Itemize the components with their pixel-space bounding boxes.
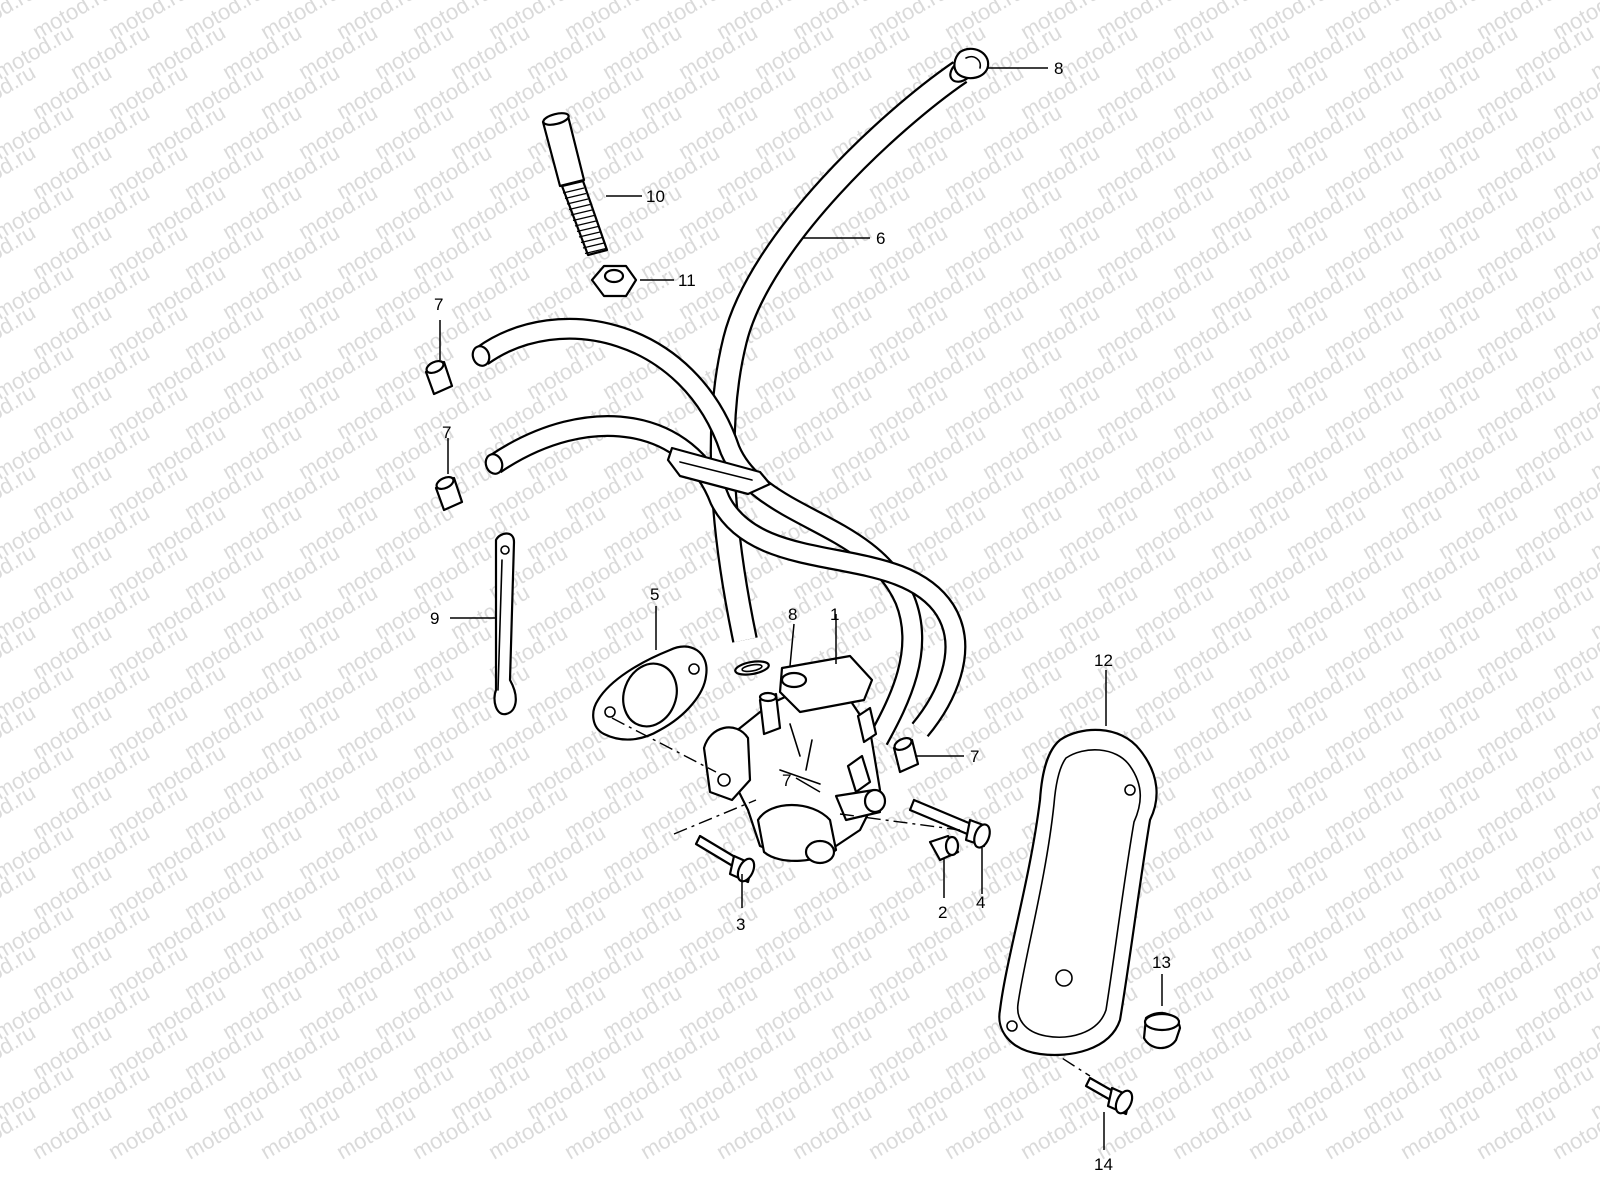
callout-4: 4 <box>976 893 985 912</box>
callout-5: 5 <box>650 585 659 604</box>
bolt-thread-line <box>584 247 607 255</box>
bolt-thread-line <box>568 203 591 211</box>
callout-13: 13 <box>1152 953 1171 972</box>
strap-9 <box>493 532 517 716</box>
watermark-layer: motod.rumotod.rumotod.rumotod.rumotod.ru… <box>0 0 1600 1164</box>
callout-1: 1 <box>830 605 839 624</box>
bolt-thread-line <box>570 209 593 216</box>
callout-labels: 8 10 11 6 7 7 9 5 8 1 7 7 3 2 4 12 13 14 <box>430 59 1171 1174</box>
bolt-thread-line <box>574 220 597 227</box>
bolt-thread-line <box>580 236 603 244</box>
bolt-thread-line <box>582 242 605 249</box>
callout-3: 3 <box>736 915 745 934</box>
callout-7-middle: 7 <box>442 423 451 442</box>
nut-11 <box>590 264 638 298</box>
callout-8-pump: 8 <box>788 605 797 624</box>
bolt-thread-line <box>572 214 595 222</box>
cap-13 <box>1142 1011 1182 1050</box>
bolt-thread-line <box>578 231 601 238</box>
leader-lines <box>439 67 1163 1150</box>
callout-12: 12 <box>1094 651 1113 670</box>
clip-8-pump <box>734 660 770 676</box>
bolt-thread-line <box>562 187 585 194</box>
adjusting-bolt-10 <box>541 112 609 257</box>
bolt-thread-line <box>564 192 587 200</box>
bolt-thread-line <box>576 225 599 233</box>
oil-pump-1 <box>702 654 887 865</box>
callout-2: 2 <box>938 903 947 922</box>
cover-gasket-12 <box>998 728 1158 1057</box>
sleeve-7c <box>892 736 920 774</box>
callout-14: 14 <box>1094 1155 1113 1174</box>
callout-11: 11 <box>678 271 696 290</box>
sleeve-7b <box>434 475 464 512</box>
callout-9: 9 <box>430 609 439 628</box>
callout-7-upper: 7 <box>434 295 443 314</box>
clip-8-top <box>953 47 990 80</box>
callout-7-pump: 7 <box>782 771 791 790</box>
gasket-5 <box>592 645 708 741</box>
bolt-3 <box>694 834 756 884</box>
callout-7-right: 7 <box>970 747 979 766</box>
callout-8-top: 8 <box>1054 59 1063 78</box>
callout-6: 6 <box>876 229 885 248</box>
bolt-14 <box>1084 1076 1134 1116</box>
plug-2 <box>928 834 960 862</box>
hose-lower <box>484 415 967 738</box>
callout-10: 10 <box>646 187 665 206</box>
sleeve-7a <box>424 359 454 396</box>
hose-upper <box>471 317 924 746</box>
bolt-thread-line <box>566 198 589 205</box>
hose-clamp-bracket <box>666 446 772 496</box>
bolt-4 <box>908 798 991 849</box>
